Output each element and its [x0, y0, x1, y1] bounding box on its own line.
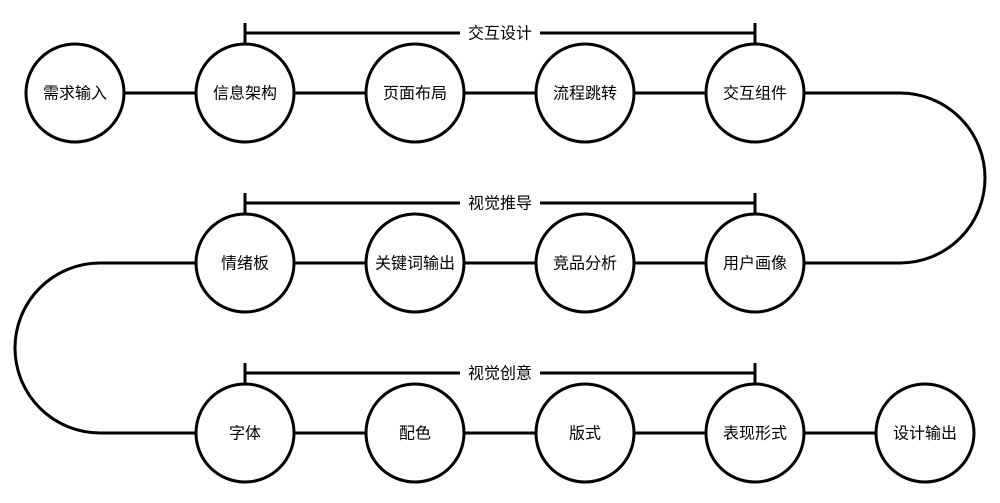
- node-label: 版式: [569, 424, 601, 443]
- connector-curve-right: [804, 91, 987, 265]
- node-label: 设计输出: [893, 424, 957, 443]
- node-user-persona: 用户画像: [704, 212, 806, 314]
- node-label: 页面布局: [383, 84, 447, 103]
- node-label: 字体: [229, 424, 261, 443]
- node-color-scheme: 配色: [364, 382, 466, 484]
- node-presentation-form: 表现形式: [704, 382, 806, 484]
- node-page-layout: 页面布局: [364, 42, 466, 144]
- node-label: 关键词输出: [375, 254, 455, 273]
- node-label: 表现形式: [723, 424, 787, 443]
- group-bracket-visual-derivation: 视觉推导: [243, 190, 757, 216]
- group-bracket-interaction: 交互设计: [243, 20, 757, 46]
- node-label: 配色: [399, 424, 431, 443]
- node-keyword-output: 关键词输出: [364, 212, 466, 314]
- node-label: 用户画像: [723, 254, 787, 273]
- group-label-interaction: 交互设计: [468, 24, 532, 43]
- node-flow-navigation: 流程跳转: [534, 42, 636, 144]
- connector-curve-left: [13, 261, 196, 435]
- group-bracket-visual-creative: 视觉创意: [243, 360, 757, 386]
- node-label: 情绪板: [221, 254, 269, 273]
- node-label: 信息架构: [213, 84, 277, 103]
- node-competitor-analysis: 竞品分析: [534, 212, 636, 314]
- node-label: 需求输入: [43, 84, 107, 103]
- node-requirement-input: 需求输入: [24, 42, 126, 144]
- node-label: 竞品分析: [553, 254, 617, 273]
- node-interaction-components: 交互组件: [704, 42, 806, 144]
- group-label-visual-derivation: 视觉推导: [468, 194, 532, 213]
- node-design-output: 设计输出: [874, 382, 976, 484]
- node-mood-board: 情绪板: [194, 212, 296, 314]
- connectors: [13, 91, 987, 435]
- node-typography: 字体: [194, 382, 296, 484]
- node-label: 流程跳转: [553, 84, 617, 103]
- node-layout-format: 版式: [534, 382, 636, 484]
- node-label: 交互组件: [723, 84, 787, 103]
- node-information-architecture: 信息架构: [194, 42, 296, 144]
- group-label-visual-creative: 视觉创意: [468, 364, 532, 383]
